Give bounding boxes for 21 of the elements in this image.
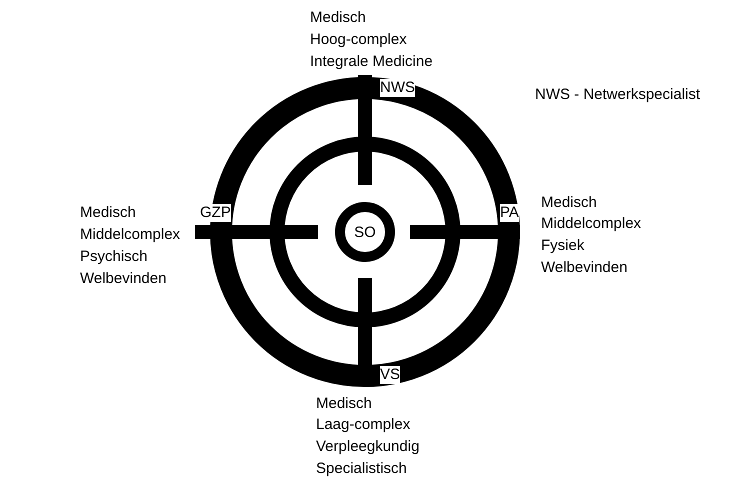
axis-label: PA [500, 204, 519, 222]
category-text: Middelcomplex [80, 226, 180, 244]
category-text: Integrale Medicine [310, 53, 433, 71]
category-text: Specialistisch [316, 460, 407, 478]
category-text: Welbevinden [541, 259, 628, 277]
category-text: Middelcomplex [541, 215, 642, 233]
category-text: Medisch [310, 9, 366, 27]
axis-label: NWS [380, 79, 415, 97]
category-text: Verpleegkundig [316, 438, 420, 456]
category-text: Medisch [541, 194, 597, 212]
node-label: SO [354, 224, 376, 240]
category-text: Hoog-complex [310, 31, 407, 49]
category-text: Medisch [316, 395, 372, 413]
legend-note: NWS - Netwerkspecialist [535, 86, 700, 104]
axis-label: VS [380, 366, 400, 384]
axis-label: GZP [200, 204, 231, 222]
category-text: Laag-complex [316, 416, 410, 434]
category-text: Medisch [80, 204, 136, 222]
category-text: Fysiek [541, 237, 584, 255]
category-text: Psychisch [80, 248, 148, 266]
category-text: Welbevinden [80, 270, 166, 288]
